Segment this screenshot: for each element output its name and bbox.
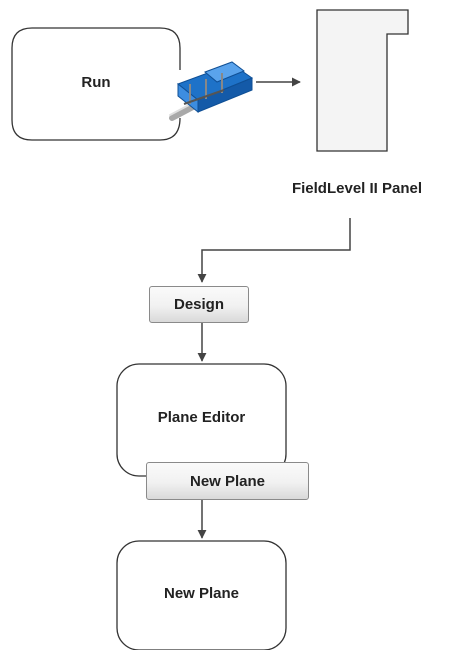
new-plane-button[interactable]: New Plane — [146, 462, 309, 500]
connector-panel-to-design — [197, 218, 351, 283]
panel-label: FieldLevel II Panel — [291, 180, 423, 197]
new-plane-box — [116, 540, 287, 650]
fieldlevel-panel-device — [316, 9, 409, 152]
tractor-implement-icon — [169, 61, 254, 121]
run-label: Run — [81, 74, 111, 91]
run-box — [11, 27, 181, 141]
plane-editor-label: Plane Editor — [157, 409, 246, 426]
design-button[interactable]: Design — [149, 286, 249, 323]
new-plane-label: New Plane — [163, 585, 240, 602]
